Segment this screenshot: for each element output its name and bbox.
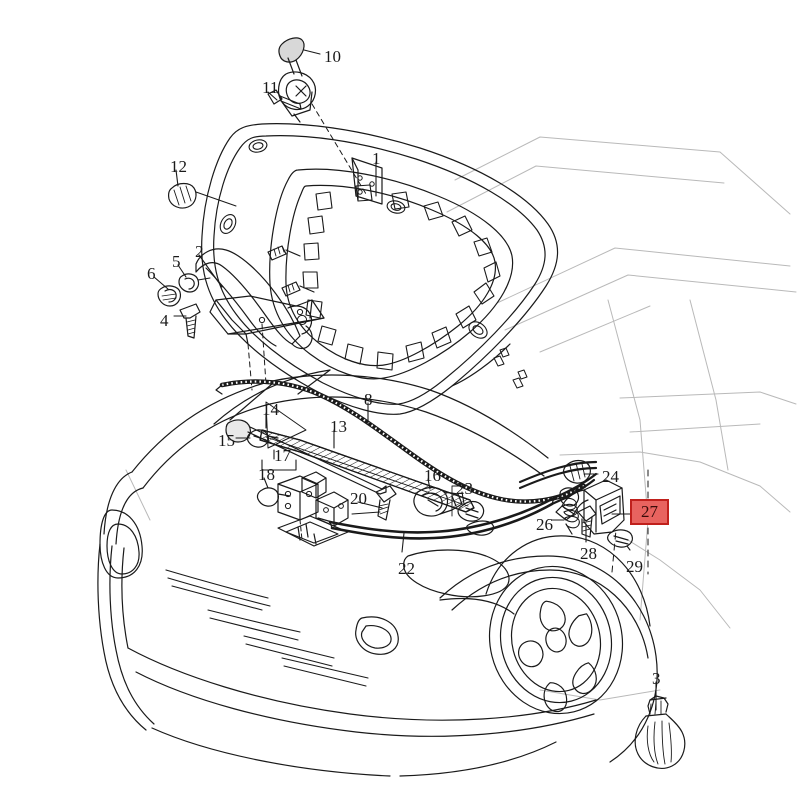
callout-16[interactable]: 16 — [424, 466, 441, 485]
callout-5[interactable]: 5 — [172, 252, 181, 271]
callout-12[interactable]: 12 — [170, 157, 187, 176]
callout-15[interactable]: 15 — [218, 431, 235, 450]
callout-24[interactable]: 24 — [602, 467, 619, 486]
callout-18[interactable]: 18 — [258, 465, 275, 484]
callout-23[interactable]: 23 — [456, 479, 473, 498]
callout-22[interactable]: 22 — [398, 559, 415, 578]
callout-26[interactable]: 26 — [536, 515, 553, 534]
callout-11[interactable]: 11 — [262, 78, 279, 97]
callout-28[interactable]: 28 — [580, 544, 597, 563]
callout-14[interactable]: 14 — [262, 400, 279, 419]
callout-8[interactable]: 8 — [364, 390, 373, 409]
callout-6[interactable]: 6 — [147, 264, 156, 283]
callout-2[interactable]: 2 — [195, 242, 204, 261]
callout-17[interactable]: 17 — [274, 446, 291, 465]
callout-10[interactable]: 10 — [324, 47, 341, 66]
callout-4[interactable]: 4 — [160, 311, 169, 330]
callout-3[interactable]: 3 — [652, 669, 661, 688]
callout-13[interactable]: 13 — [330, 417, 347, 436]
callout-1[interactable]: 1 — [372, 149, 381, 168]
callout-20[interactable]: 20 — [350, 489, 367, 508]
callout-27-highlighted[interactable]: 27 — [630, 499, 669, 525]
callout-29[interactable]: 29 — [626, 557, 643, 576]
